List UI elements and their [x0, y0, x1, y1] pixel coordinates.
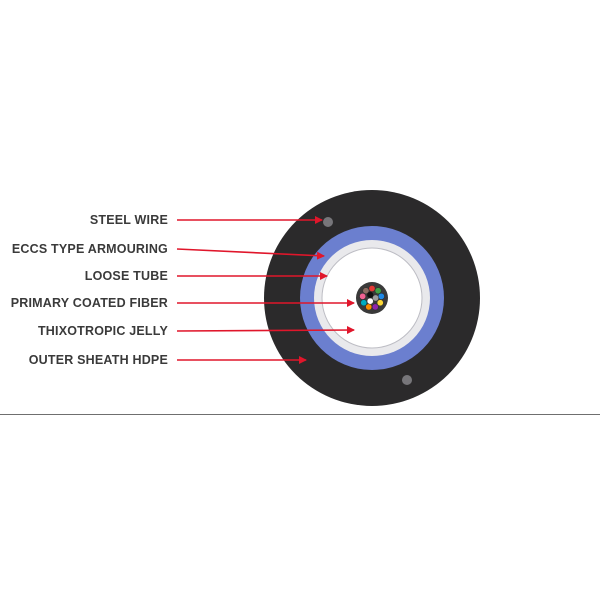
fiber-strand [374, 287, 382, 295]
label-eccs-type-armouring: ECCS TYPE ARMOURING [11, 242, 168, 256]
arrow-thixotropic-jelly [176, 326, 355, 335]
label-loose-tube: LOOSE TUBE [84, 269, 168, 283]
arrow-eccs-type-armouring [176, 248, 325, 260]
fiber-strand [376, 299, 384, 307]
fiber-strand [378, 293, 385, 300]
fiber-strand [362, 287, 370, 295]
steel-wire-bottom [402, 375, 412, 385]
fiber-strand [366, 297, 374, 305]
fiber-strand [365, 303, 373, 311]
label-thixotropic-jelly: THIXOTROPIC JELLY [37, 324, 168, 338]
label-primary-coated-fiber: PRIMARY COATED FIBER [10, 296, 168, 310]
fiber-strand [360, 299, 368, 307]
horizontal-divider [0, 414, 600, 415]
fiber-strand [372, 294, 379, 302]
steel-wire-top [323, 217, 333, 227]
fiber-strand [371, 303, 379, 311]
fiber-strand [359, 293, 366, 300]
fiber-strand [368, 285, 376, 292]
primary-coated-fibers [359, 285, 385, 311]
label-outer-sheath-hdpe: OUTER SHEATH HDPE [28, 353, 168, 367]
label-steel-wire: STEEL WIRE [89, 213, 168, 227]
fiber-strand [366, 291, 374, 299]
